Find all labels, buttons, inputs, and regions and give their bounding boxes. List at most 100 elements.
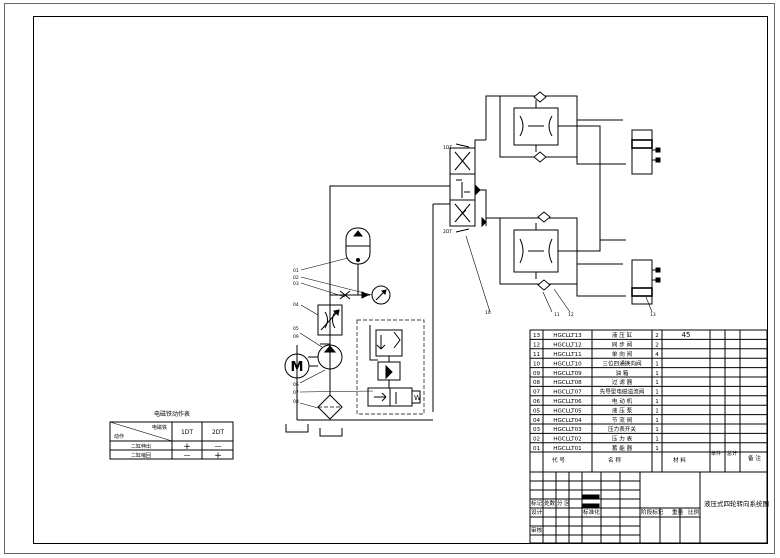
accumulator: [345, 227, 371, 295]
bom-name-04: 节 流 阀: [612, 416, 633, 424]
callout-01: 01: [293, 268, 299, 274]
bom-qty-05: 1: [655, 408, 659, 414]
outer-frame: [4, 3, 775, 554]
title-block-standard: 标准化: [583, 508, 600, 516]
bom-no-08: 08: [533, 380, 541, 386]
upper-hydraulic-cylinder: [631, 129, 661, 175]
bom-name-02: 压 力 表: [612, 435, 633, 443]
actuation-corner-top: 电磁铁: [152, 424, 167, 431]
actuation-table-title: 电磁铁动作表: [154, 410, 190, 418]
callout-03: 03: [293, 281, 299, 287]
bom-code-01: HGCLLT01: [553, 446, 582, 452]
upper-sync-valve-group: [485, 91, 626, 165]
bom-qty-08: 1: [655, 380, 659, 386]
bom-no-13: 13: [533, 333, 541, 339]
callout-09: 09: [293, 334, 299, 340]
bom-qty-04: 1: [655, 418, 659, 424]
actuation-row-2-1dt: —: [184, 451, 191, 459]
bom-code-07: HGCLLT07: [553, 390, 582, 396]
callout-w: W: [414, 394, 421, 402]
title-block-weight: 重量: [672, 508, 684, 516]
bom-no-07: 07: [533, 390, 541, 396]
callout-12: 12: [568, 312, 574, 318]
bom-qty-01: 1: [655, 446, 659, 452]
throttle-valve: [317, 304, 343, 336]
bom-header-code: 代 号: [552, 456, 565, 464]
actuation-col-2dt: 2DT: [212, 429, 224, 436]
bom-no-11: 11: [533, 352, 541, 358]
actuation-row-1-1dt: +: [183, 442, 191, 452]
bom-code-13: HGCLLT13: [553, 333, 582, 339]
bom-name-09: 油 箱: [616, 369, 629, 377]
bom-name-01: 蓄 能 器: [612, 444, 633, 452]
bom-header-unit-weight: 单件: [711, 450, 721, 457]
title-block-review: 审核: [531, 526, 543, 534]
bom-code-11: HGCLLT11: [553, 352, 582, 358]
bom-name-11: 单 向 阀: [612, 350, 633, 358]
bom-header-material: 材 料: [673, 456, 686, 464]
callout-13: 13: [650, 312, 656, 318]
bom-code-02: HGCLLT02: [553, 437, 581, 443]
actuation-col-1dt: 1DT: [181, 429, 193, 436]
callout-1dt: 1DT: [443, 145, 452, 151]
callout-04: 04: [293, 302, 299, 308]
electric-motor: M: [284, 353, 318, 379]
bom-qty-07: 1: [655, 390, 659, 396]
bom-material-13: 45: [682, 331, 691, 339]
bom-no-01: 01: [533, 446, 541, 452]
bom-name-05: 液 压 泵: [612, 406, 633, 414]
bom-code-12: HGCLLT12: [553, 343, 581, 349]
oil-tank: [285, 424, 343, 437]
pressure-gauge: [330, 285, 391, 305]
bom-code-04: HGCLLT04: [553, 418, 582, 424]
bom-qty-11: 4: [655, 352, 659, 358]
bom-no-09: 09: [533, 371, 541, 377]
callout-11: 11: [554, 312, 560, 318]
bom-no-05: 05: [533, 408, 541, 414]
bom-qty-06: 1: [655, 399, 659, 405]
bom-no-03: 03: [533, 427, 541, 433]
bom-no-06: 06: [533, 399, 541, 405]
callout-10: 10: [485, 310, 491, 316]
bom-header-note: 备 注: [748, 454, 761, 462]
filter: [317, 394, 343, 420]
bom-name-08: 过 滤 器: [612, 378, 633, 386]
actuation-corner-bottom: 动作: [114, 433, 124, 440]
directional-valve: [449, 139, 487, 233]
lower-hydraulic-cylinder: [631, 259, 661, 305]
bom-no-04: 04: [533, 418, 541, 424]
bom-header-total-weight: 总计: [727, 450, 737, 457]
bom-code-03: HGCLLT03: [553, 427, 582, 433]
bom-no-10: 10: [533, 361, 541, 367]
bom-qty-12: 2: [655, 343, 659, 349]
actuation-row-2-action: 二缸缩回: [131, 452, 151, 459]
bom-no-02: 02: [533, 437, 540, 443]
title-block: 标记 处数 分 区 设计 标准化 审核 阶段标记 重量 比例 液压式四轮转向系统…: [529, 471, 769, 544]
bom-header: 代 号 名 称 材 料 单件 总计 备 注: [552, 450, 761, 464]
bom-qty-03: 1: [655, 427, 659, 433]
bom-qty-13: 2: [655, 333, 659, 339]
title-block-revision-labels: 标记 处数 分 区: [531, 499, 570, 507]
bom-name-07: 先导型电磁溢流阀: [600, 388, 645, 396]
lower-sync-valve-group: [485, 135, 626, 297]
actuation-row-1-2dt: —: [215, 442, 222, 450]
inner-frame: [33, 16, 768, 544]
callout-02: 02: [293, 275, 299, 281]
actuation-row-2-2dt: +: [214, 451, 222, 461]
actuation-row-1-action: 二缸伸出: [131, 443, 151, 450]
bom-name-10: 三位四通换向阀: [602, 359, 642, 367]
bom-qty-10: 1: [655, 361, 659, 367]
bom-no-12: 12: [533, 343, 540, 349]
bom-code-10: HGCLLT10: [553, 361, 582, 367]
callout-06: 06: [293, 382, 299, 388]
actuation-table: 电磁铁动作表 电磁铁 动作 1DT 2DT 二缸伸出 + — 二缸缩回 — +: [109, 410, 234, 461]
svg-text:M: M: [291, 360, 304, 375]
bom-code-08: HGCLLT08: [553, 380, 582, 386]
callout-08: 08: [293, 399, 299, 405]
bom-name-03: 压力表开关: [608, 425, 636, 433]
hydraulic-pump: [308, 344, 343, 395]
title-block-stage-mark: 阶段标记: [641, 508, 664, 516]
bom-qty-09: 1: [655, 371, 659, 377]
